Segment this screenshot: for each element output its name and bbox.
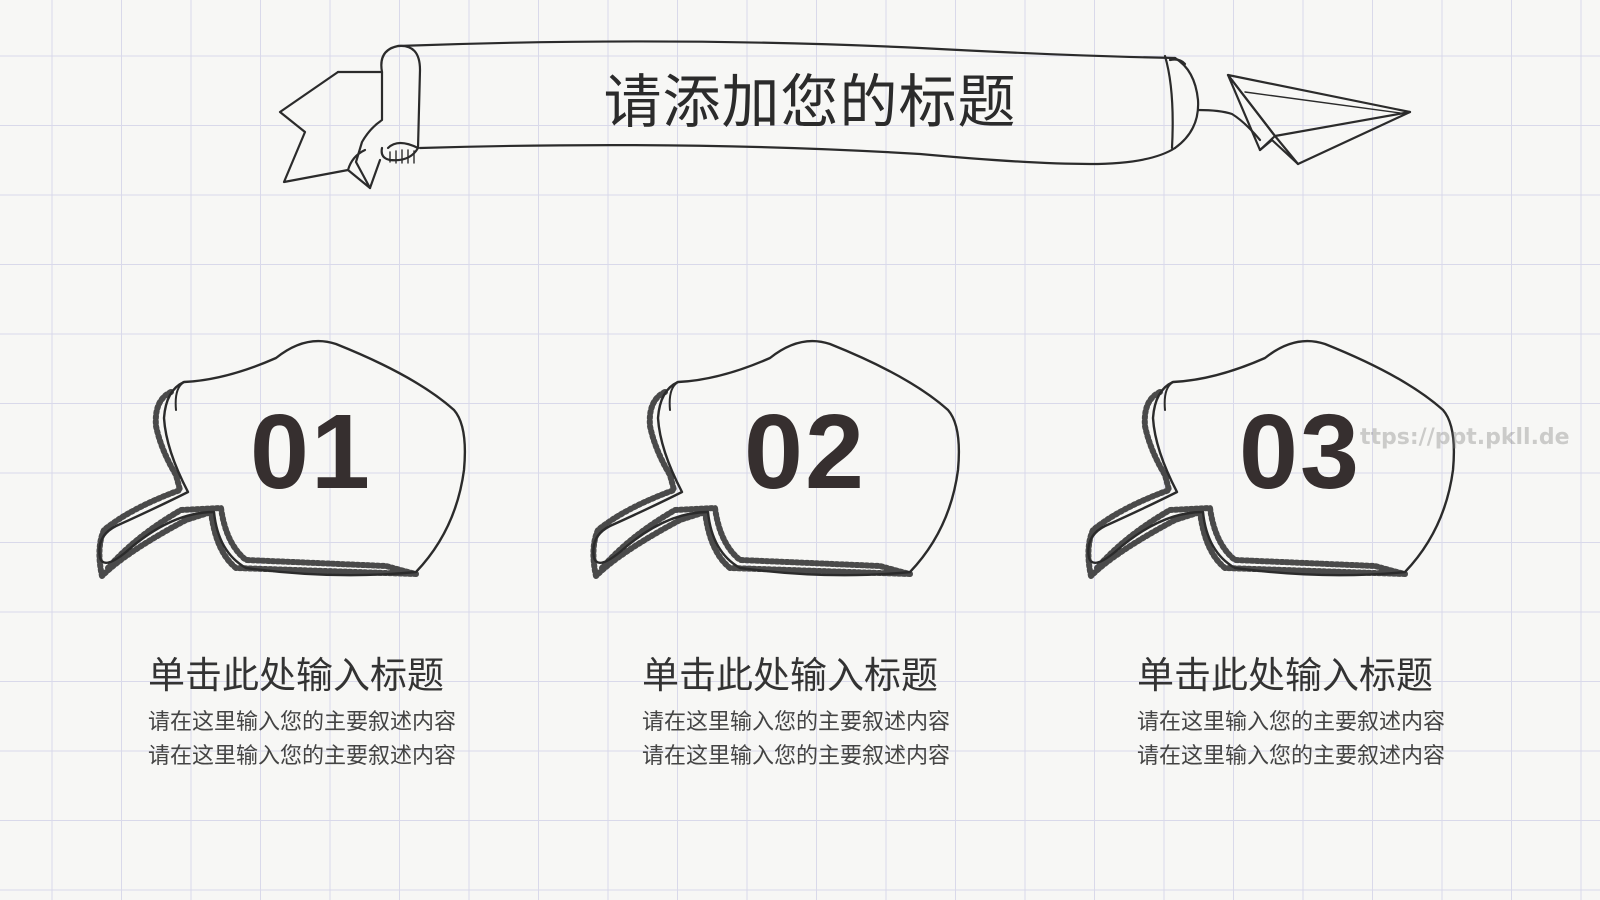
card-number: 02 — [744, 393, 866, 511]
card-description-line[interactable]: 请在这里输入您的主要叙述内容 — [642, 744, 951, 769]
speech-bubble-icon — [96, 339, 467, 579]
card-3: 03 单击此处输入标题 请在这里输入您的主要叙述内容 请在这里输入您的主要叙述内… — [1085, 330, 1505, 790]
speech-bubble-icon — [590, 339, 961, 579]
card-description-line[interactable]: 请在这里输入您的主要叙述内容 — [1137, 710, 1446, 735]
card-number: 01 — [250, 393, 372, 511]
watermark: ttps://ppt.pkll.de — [1360, 425, 1570, 450]
card-2: 02 单击此处输入标题 请在这里输入您的主要叙述内容 请在这里输入您的主要叙述内… — [590, 330, 1010, 790]
card-1: 01 单击此处输入标题 请在这里输入您的主要叙述内容 请在这里输入您的主要叙述内… — [96, 330, 516, 790]
card-description-line[interactable]: 请在这里输入您的主要叙述内容 — [1137, 744, 1446, 769]
card-description-line[interactable]: 请在这里输入您的主要叙述内容 — [148, 710, 457, 735]
speech-bubble-icon — [1085, 339, 1456, 579]
card-description-line[interactable]: 请在这里输入您的主要叙述内容 — [642, 710, 951, 735]
ribbon-banner-icon — [278, 40, 1412, 190]
slide-title[interactable]: 请添加您的标题 — [603, 68, 1017, 136]
card-title[interactable]: 单击此处输入标题 — [1137, 654, 1433, 697]
card-title[interactable]: 单击此处输入标题 — [148, 654, 444, 697]
card-description-line[interactable]: 请在这里输入您的主要叙述内容 — [148, 744, 457, 769]
card-number: 03 — [1239, 393, 1361, 511]
card-title[interactable]: 单击此处输入标题 — [642, 654, 938, 697]
paper-plane-icon — [1226, 73, 1412, 166]
